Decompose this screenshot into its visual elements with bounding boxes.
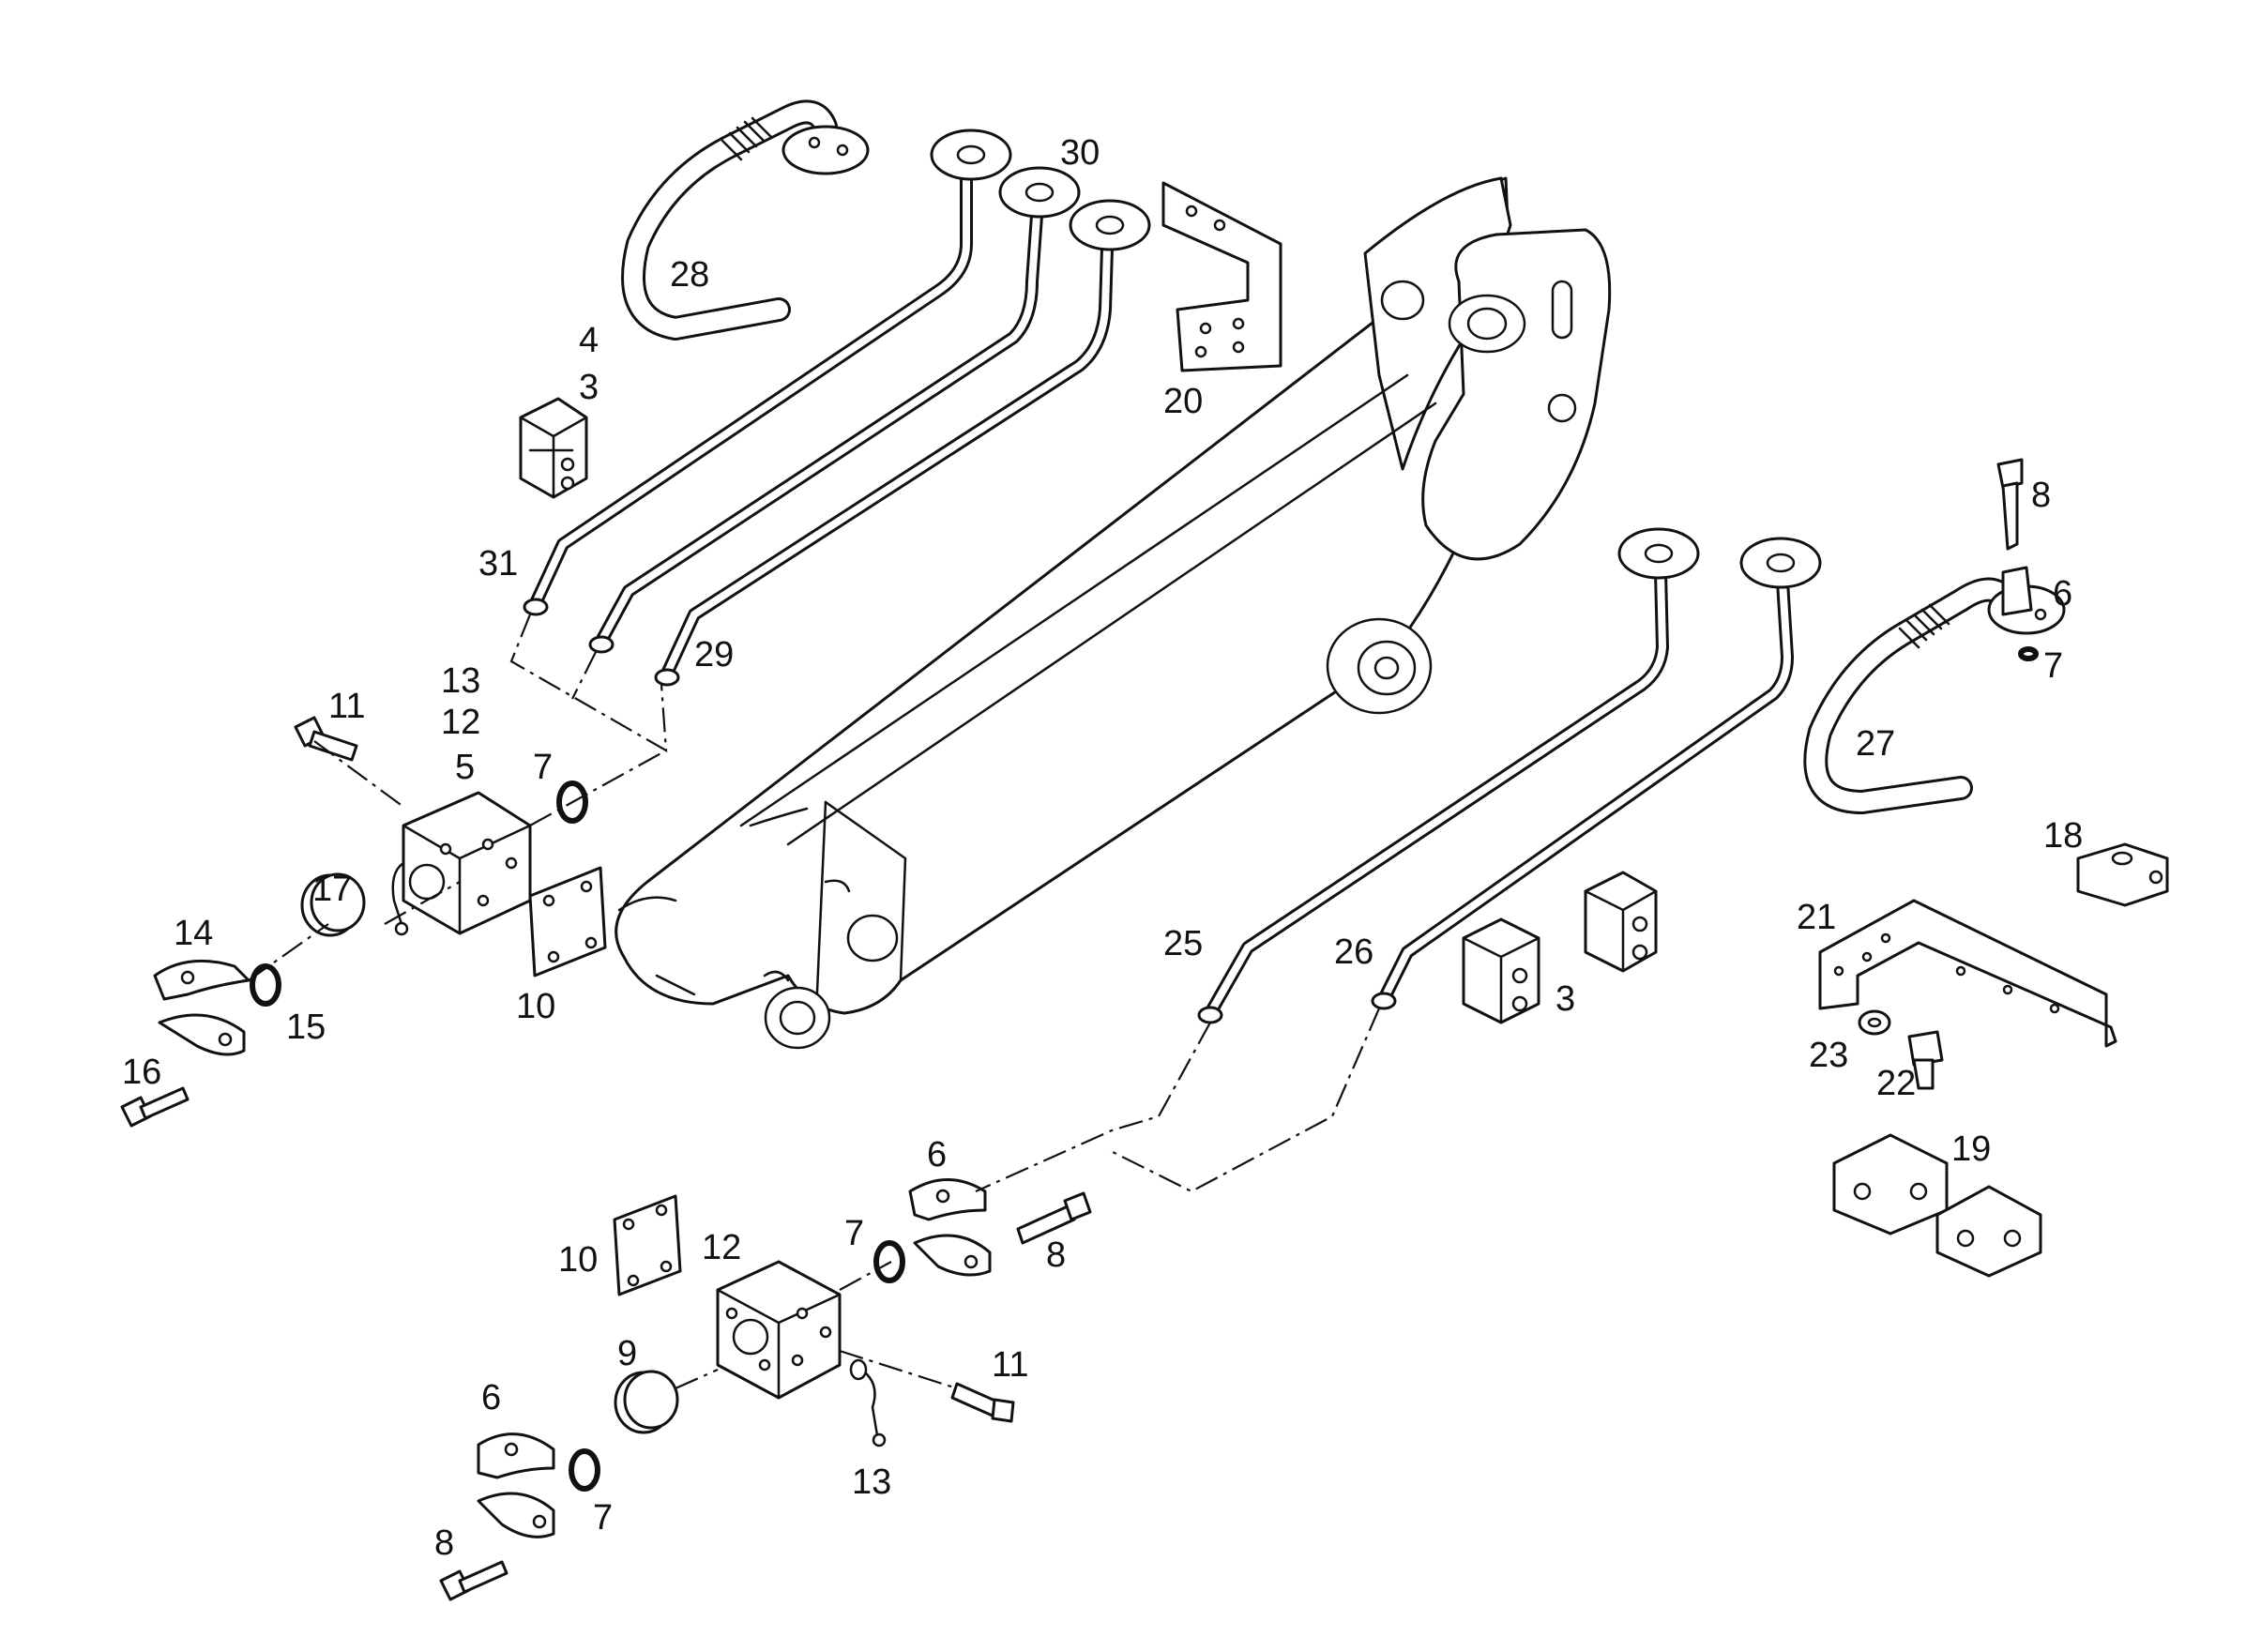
label-3-right: 3 bbox=[1555, 979, 1575, 1019]
plate-10-top bbox=[528, 866, 607, 978]
label-12: 12 bbox=[441, 703, 480, 742]
bolt-16 bbox=[120, 1086, 190, 1128]
label-11: 11 bbox=[328, 687, 365, 726]
bolt-11-bottom bbox=[950, 1382, 1015, 1423]
block-12 bbox=[716, 1260, 842, 1400]
label-29: 29 bbox=[694, 635, 734, 674]
clamp-3-right bbox=[1462, 871, 1658, 1024]
plug-17 bbox=[300, 872, 366, 937]
clamp-3-top bbox=[519, 397, 588, 499]
o-ring-7-block bbox=[556, 781, 588, 824]
label-16: 16 bbox=[122, 1053, 161, 1092]
label-14: 14 bbox=[174, 914, 213, 953]
label-13: 13 bbox=[441, 661, 480, 701]
label-19: 19 bbox=[1951, 1129, 1991, 1169]
bolt-8-bottom-left bbox=[439, 1560, 508, 1601]
flange-14 bbox=[153, 959, 250, 1056]
label-15: 15 bbox=[286, 1008, 326, 1047]
clamp-18 bbox=[2076, 842, 2169, 907]
plate-10-bottom bbox=[613, 1194, 682, 1296]
label-6: 6 bbox=[2053, 574, 2072, 614]
label-8-bottom-left: 8 bbox=[434, 1523, 454, 1563]
label-27: 27 bbox=[1856, 724, 1895, 764]
label-13-bottom: 13 bbox=[852, 1463, 891, 1502]
label-6-bottom-left: 6 bbox=[481, 1378, 501, 1417]
bolt-8-bottom-right bbox=[1016, 1191, 1092, 1245]
label-8-bottom-right: 8 bbox=[1046, 1235, 1066, 1275]
label-21: 21 bbox=[1797, 898, 1836, 937]
label-10: 10 bbox=[516, 987, 555, 1026]
hook-13-top bbox=[391, 861, 409, 936]
label-6-bottom-right: 6 bbox=[927, 1135, 947, 1175]
bracket-20 bbox=[1161, 181, 1282, 372]
label-22: 22 bbox=[1876, 1064, 1916, 1103]
o-ring-7-bottom bbox=[873, 1240, 905, 1283]
tubes-right bbox=[1197, 527, 1822, 1024]
hose-27 bbox=[1803, 566, 2066, 814]
hose-28 bbox=[621, 99, 870, 341]
label-7-bottom: 7 bbox=[844, 1214, 864, 1253]
washer-23 bbox=[1858, 1009, 1891, 1036]
label-8: 8 bbox=[2031, 476, 2051, 515]
block-5 bbox=[402, 791, 532, 935]
label-31: 31 bbox=[478, 544, 518, 584]
label-18: 18 bbox=[2043, 816, 2083, 856]
label-25: 25 bbox=[1163, 924, 1203, 963]
label-9: 9 bbox=[617, 1334, 637, 1373]
label-7-bottom-left: 7 bbox=[593, 1498, 613, 1538]
hook-13-bottom bbox=[849, 1358, 887, 1447]
label-5: 5 bbox=[455, 748, 475, 787]
o-ring-7-top bbox=[2018, 646, 2039, 661]
bracket-21 bbox=[1818, 899, 2117, 1048]
assembly-lines bbox=[248, 614, 1381, 1390]
bolt-8-top bbox=[1996, 458, 2024, 551]
label-12-bottom: 12 bbox=[702, 1228, 741, 1267]
plug-9 bbox=[614, 1370, 679, 1434]
bolt-22 bbox=[1907, 1030, 1944, 1090]
label-7: 7 bbox=[2043, 646, 2063, 686]
label-11-bottom: 11 bbox=[992, 1345, 1028, 1385]
bolt-11-top bbox=[294, 716, 358, 762]
label-23: 23 bbox=[1809, 1036, 1848, 1075]
label-26: 26 bbox=[1334, 932, 1373, 972]
label-30: 30 bbox=[1060, 133, 1100, 173]
flange-6-bottom-left bbox=[477, 1432, 555, 1538]
label-10-bottom: 10 bbox=[558, 1240, 598, 1280]
flange-6-bottom-right bbox=[908, 1178, 992, 1277]
loader-arm bbox=[615, 176, 1612, 1050]
o-ring-7-bottom-left bbox=[569, 1448, 600, 1492]
label-3: 3 bbox=[579, 368, 599, 407]
label-20: 20 bbox=[1163, 382, 1203, 421]
clamp-19 bbox=[1832, 1133, 2042, 1278]
tubes-top bbox=[523, 129, 1151, 687]
label-4: 4 bbox=[579, 321, 599, 360]
label-7-block: 7 bbox=[533, 748, 553, 787]
label-28: 28 bbox=[670, 255, 709, 295]
part-labels: 28 30 4 3 20 8 6 7 27 31 29 13 12 11 5 7… bbox=[122, 133, 2083, 1563]
o-ring-15 bbox=[250, 963, 281, 1007]
label-17: 17 bbox=[312, 870, 352, 909]
